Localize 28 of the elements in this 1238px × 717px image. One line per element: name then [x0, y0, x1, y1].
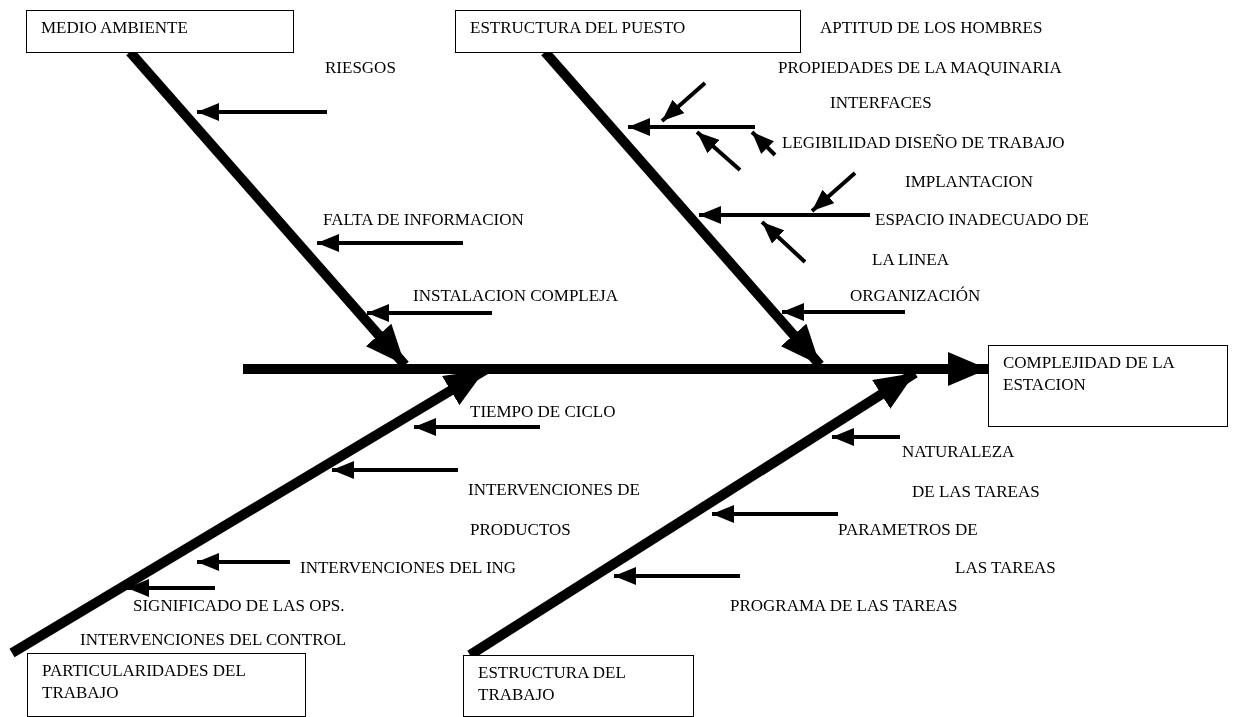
cause-label: FALTA DE INFORMACION — [323, 209, 524, 231]
cause-label: INTERFACES — [830, 92, 932, 114]
cause-label: ESPACIO INADECUADO DE — [875, 209, 1089, 231]
cause-label: INSTALACION COMPLEJA — [413, 285, 618, 307]
cause-label: SIGNIFICADO DE LAS OPS. — [133, 595, 345, 617]
cause-label: LA LINEA — [872, 249, 949, 271]
cause-label: PARAMETROS DE — [838, 519, 978, 541]
cause-label: TIEMPO DE CICLO — [470, 401, 616, 423]
cause-label: INTERVENCIONES DE — [468, 479, 640, 501]
category-box: MEDIO AMBIENTE — [26, 10, 294, 53]
cause-label: LEGIBILIDAD DISEÑO DE TRABAJO — [782, 132, 1065, 154]
category-box: ESTRUCTURA DEL TRABAJO — [463, 655, 694, 717]
cause-label: RIESGOS — [325, 57, 396, 79]
cause-label: PROGRAMA DE LAS TAREAS — [730, 595, 958, 617]
cause-label: PRODUCTOS — [470, 519, 571, 541]
cause-label: ORGANIZACIÓN — [850, 285, 981, 307]
cause-label: NATURALEZA — [902, 441, 1015, 463]
cause-label: APTITUD DE LOS HOMBRES — [820, 17, 1043, 39]
cause-label: INTERVENCIONES DEL ING — [300, 557, 517, 579]
effect-box: COMPLEJIDAD DE LA ESTACION — [988, 345, 1228, 427]
category-box: ESTRUCTURA DEL PUESTO — [455, 10, 801, 53]
cause-label: LAS TAREAS — [955, 557, 1056, 579]
category-box: PARTICULARIDADES DEL TRABAJO — [27, 653, 306, 717]
cause-label: PROPIEDADES DE LA MAQUINARIA — [778, 57, 1062, 79]
spine-arrow — [243, 352, 988, 386]
cause-label: DE LAS TAREAS — [912, 481, 1040, 503]
cause-label: IMPLANTACION — [905, 171, 1034, 193]
cause-label: INTERVENCIONES DEL CONTROL — [80, 629, 347, 651]
